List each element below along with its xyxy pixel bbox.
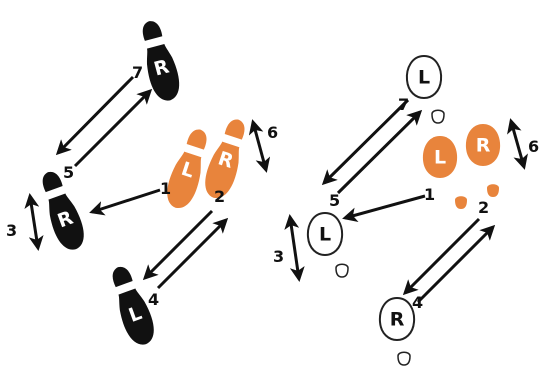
foot-r-step2-label: R — [476, 135, 491, 157]
shoe-r-step7: R — [140, 18, 185, 105]
left-panel: R R L R L — [6, 18, 278, 350]
foot-l-step5: L — [306, 212, 344, 256]
foot-l-step5-label: L — [319, 224, 331, 246]
arrow-l-1 — [89, 188, 161, 216]
foot-l-step1-label: L — [434, 147, 446, 169]
step-number: 3 — [273, 247, 284, 266]
foot-r-step2: R — [465, 124, 501, 166]
step-number: 5 — [329, 191, 340, 210]
arrow-l-2a — [142, 209, 214, 281]
left-step-numbers: 7 5 1 2 3 4 6 — [6, 63, 278, 309]
arrow-r-2a — [402, 217, 481, 296]
foot-l-step7-label: L — [418, 67, 430, 89]
shoe-r-step5: R — [39, 168, 90, 255]
step-number: 4 — [148, 290, 159, 309]
foot-r-step4-label: R — [390, 309, 405, 331]
left-arrows — [24, 75, 271, 290]
foot-heel-step7 — [431, 109, 445, 124]
foot-l-step1: L — [422, 136, 458, 178]
step-number: 7 — [132, 63, 143, 82]
arrow-l-7a — [55, 75, 135, 156]
right-step-numbers: 7 5 1 2 3 4 6 — [273, 95, 539, 312]
step-number: 5 — [63, 163, 74, 182]
step-number: 7 — [398, 95, 409, 114]
shoe-r-step2-label: R — [215, 147, 236, 173]
right-arrows — [284, 98, 528, 304]
arrow-l-2b — [156, 217, 229, 290]
foot-heel-step5 — [335, 263, 349, 278]
arrow-l-3 — [24, 193, 44, 251]
arrow-r-7a — [321, 98, 410, 186]
shoe-r-step7-label: R — [152, 55, 172, 80]
step-number: 6 — [267, 123, 278, 142]
arrow-r-2b — [416, 224, 496, 304]
arrow-r-6 — [507, 118, 528, 170]
foot-l-step7: L — [405, 55, 443, 99]
arrow-r-3 — [284, 214, 305, 282]
arrow-r-1 — [342, 194, 426, 223]
step-number: 1 — [424, 185, 435, 204]
arrow-r-7b — [336, 109, 423, 195]
foot-heel-step1 — [455, 196, 467, 209]
arrow-l-6 — [248, 119, 271, 173]
shoe-r-step2: R — [199, 116, 248, 203]
step-number: 2 — [478, 198, 489, 217]
foot-heel-step4 — [397, 351, 411, 366]
arrow-l-7b — [73, 88, 153, 168]
shoe-l-step4: L — [109, 263, 160, 350]
step-number: 6 — [528, 137, 539, 156]
shoe-l-step1: L — [161, 126, 210, 213]
foot-heel-step2 — [487, 184, 499, 197]
foot-r-step4: R — [378, 297, 416, 341]
step-number: 1 — [160, 179, 171, 198]
step-number: 4 — [412, 293, 423, 312]
step-number: 3 — [6, 221, 17, 240]
right-panel: L L L R R — [273, 55, 539, 366]
step-number: 2 — [214, 187, 225, 206]
